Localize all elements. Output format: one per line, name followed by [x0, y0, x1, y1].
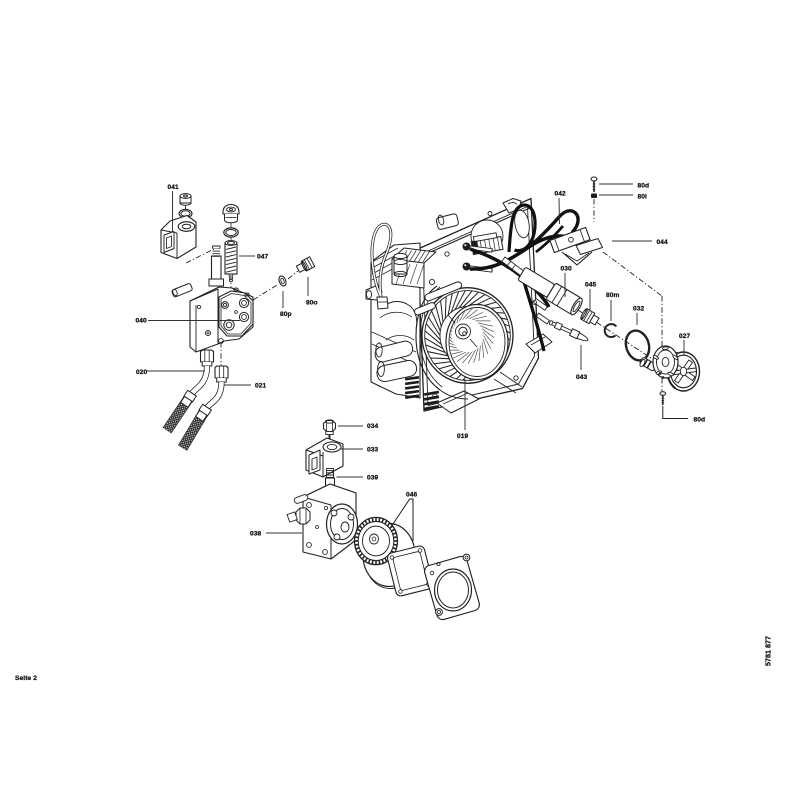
svg-text:041: 041 [168, 184, 180, 191]
svg-text:030: 030 [561, 266, 573, 273]
svg-text:045: 045 [585, 282, 597, 289]
svg-text:032: 032 [633, 306, 645, 313]
svg-text:80o: 80o [306, 300, 318, 307]
svg-text:043: 043 [576, 374, 588, 381]
svg-text:038: 038 [250, 531, 262, 538]
svg-text:046: 046 [406, 492, 418, 499]
svg-text:021: 021 [255, 383, 267, 390]
svg-text:027: 027 [679, 333, 691, 340]
svg-text:80d: 80d [638, 183, 650, 190]
svg-text:80p: 80p [280, 311, 292, 318]
svg-text:040: 040 [136, 318, 148, 325]
svg-text:5781 877: 5781 877 [766, 636, 773, 666]
svg-text:034: 034 [367, 423, 379, 430]
svg-text:80d: 80d [694, 417, 706, 424]
svg-text:042: 042 [555, 191, 567, 198]
svg-text:80m: 80m [606, 292, 620, 299]
svg-text:020: 020 [136, 369, 148, 376]
svg-text:044: 044 [657, 239, 669, 246]
svg-text:047: 047 [257, 254, 269, 261]
svg-text:80l: 80l [638, 194, 648, 201]
svg-text:033: 033 [367, 447, 379, 454]
svg-text:019: 019 [457, 433, 469, 440]
svg-text:Seite 2: Seite 2 [15, 675, 37, 682]
svg-text:039: 039 [367, 475, 379, 482]
